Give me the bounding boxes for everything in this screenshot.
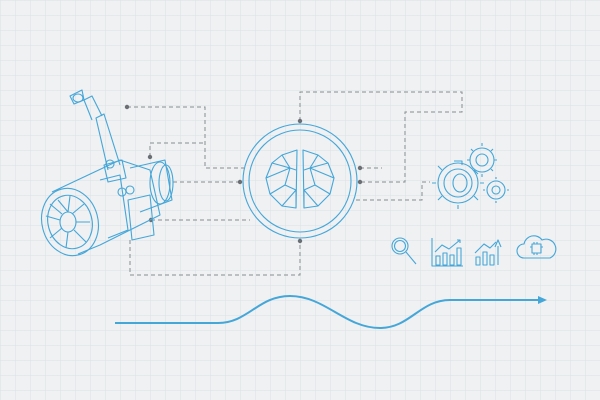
connector-line (356, 181, 430, 201)
connector-line (127, 106, 244, 169)
wave-arrow-icon (115, 295, 547, 329)
bar-line-chart-icon (431, 238, 463, 267)
connector-line (129, 240, 301, 276)
cloud-chip-icon (516, 235, 557, 259)
connectors (127, 91, 463, 276)
gears-icon (432, 143, 509, 209)
node-dot (357, 165, 363, 171)
node-dot (237, 179, 243, 185)
growth-chart-icon (474, 239, 502, 266)
node-dot (147, 154, 153, 160)
node-dot (297, 238, 303, 244)
node-dot (357, 179, 363, 185)
brain-icon (242, 123, 358, 239)
robot-arm-turbine-icon (41, 89, 174, 257)
connector-line (299, 91, 463, 183)
node-dot (297, 118, 303, 124)
node-dot (124, 104, 130, 110)
connector-line (149, 142, 205, 157)
magnifier-icon (391, 237, 417, 265)
